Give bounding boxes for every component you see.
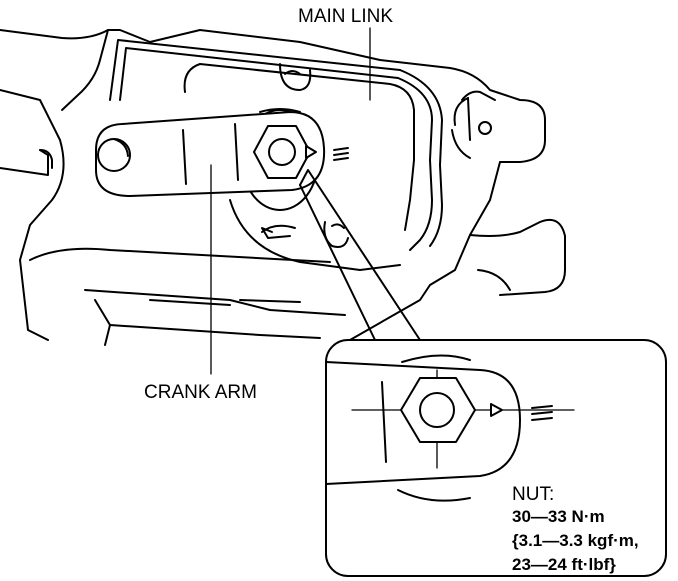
motor-frame (0, 29, 566, 346)
inset-torque-bars-icon (531, 405, 553, 421)
torque-spec-line3: 23—24 ft·lbf} (512, 555, 616, 574)
crank-arm-label: CRANK ARM (144, 382, 257, 403)
torque-mark-bars-icon (333, 147, 349, 161)
torque-spec-line2: {3.1—3.3 kgf·m, (512, 531, 639, 550)
callout-wedge (299, 169, 421, 341)
nut (253, 125, 349, 179)
leader-lines (210, 27, 371, 375)
torque-mark-triangle-icon (305, 145, 317, 159)
inset-torque-triangle-icon (490, 403, 503, 417)
inset-detail-view (325, 339, 667, 577)
torque-spec-line1: 30—33 N·m (512, 507, 605, 526)
inset-nut (400, 377, 476, 443)
nut-label: NUT: (512, 484, 554, 505)
main-link-label: MAIN LINK (298, 6, 393, 27)
